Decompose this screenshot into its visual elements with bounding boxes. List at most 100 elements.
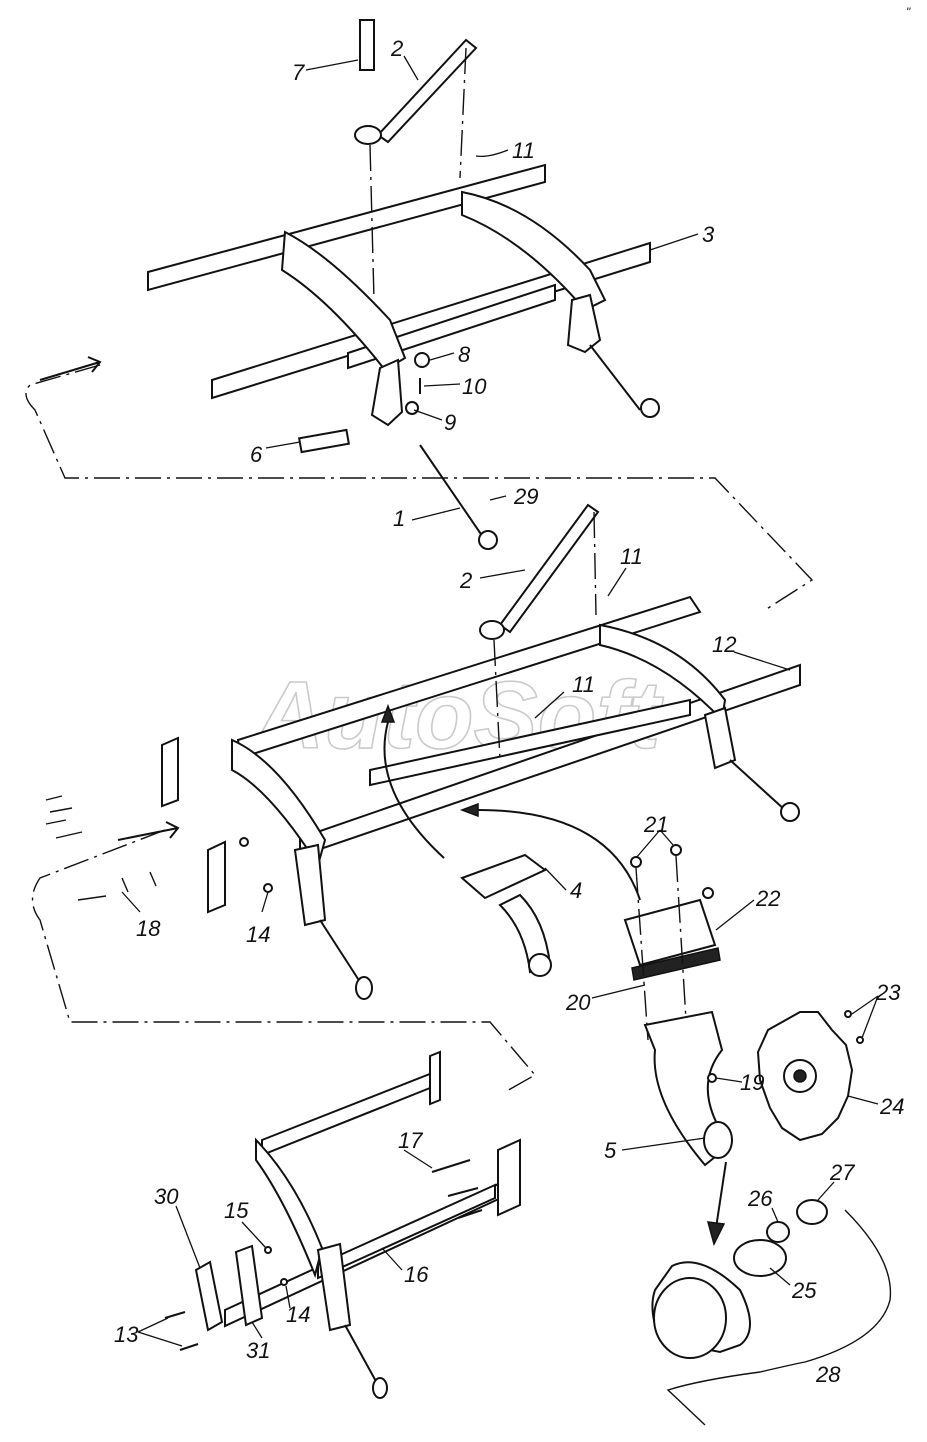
- assembly-axis-2: [459, 47, 467, 179]
- right-clevis: [566, 293, 602, 354]
- middle-right-link-eye: [780, 802, 800, 822]
- nut-26: [766, 1221, 790, 1243]
- upper-front-bar: [211, 241, 651, 400]
- callout-8: 8: [458, 342, 471, 367]
- bolt-19: [707, 1073, 717, 1083]
- middle-right-link: [729, 759, 786, 811]
- left-clevis: [370, 358, 404, 427]
- callout-14a: 14: [246, 922, 270, 947]
- callout-2b: 2: [459, 568, 472, 593]
- assembly-axis-3: [493, 639, 501, 761]
- callout-30: 30: [154, 1184, 179, 1209]
- right-lower-link: [589, 344, 641, 411]
- right-link-eye: [640, 398, 660, 418]
- callout-17: 17: [398, 1128, 423, 1153]
- callout-27: 27: [829, 1160, 855, 1185]
- nut-21b: [670, 844, 682, 856]
- top-link-eye-upper: [354, 125, 382, 145]
- disc-center: [793, 1069, 807, 1083]
- bolt-17: [431, 1159, 471, 1173]
- leader-lines: [121, 55, 879, 1347]
- end-plate-rear: [429, 1050, 441, 1106]
- callout-31: 31: [246, 1338, 270, 1363]
- exploded-arrowhead: [706, 1221, 726, 1247]
- assembly-axis-4: [593, 511, 597, 616]
- bracket-4-hub: [528, 953, 552, 977]
- bracket-4: [460, 853, 552, 977]
- assembly-axis-6: [675, 855, 687, 1021]
- callout-21: 21: [643, 812, 668, 837]
- bolt-23b: [856, 1036, 864, 1044]
- top-link-eye-middle: [479, 620, 505, 640]
- callout-9: 9: [444, 410, 456, 435]
- bolt-17b: [447, 1187, 479, 1197]
- middle-left-link-eye: [355, 976, 373, 1000]
- callout-24: 24: [879, 1094, 904, 1119]
- callout-19: 19: [740, 1070, 764, 1095]
- bolt-18: [77, 895, 107, 901]
- callout-22: 22: [755, 886, 780, 911]
- callout-4: 4: [570, 878, 582, 903]
- lower-link: [344, 1324, 379, 1386]
- middle-inner-bar: [369, 698, 691, 787]
- colter-assembly: [623, 844, 892, 1426]
- flow-arrowhead-5: [459, 802, 479, 818]
- callout-7: 7: [292, 60, 305, 85]
- hub-bearing: [653, 1277, 727, 1359]
- callout-11c: 11: [572, 672, 595, 697]
- callout-14b: 14: [286, 1302, 310, 1327]
- cap-27: [796, 1199, 828, 1225]
- flow-arrow-4: [383, 721, 445, 859]
- bolt-17c: [457, 1209, 483, 1219]
- nut-21c: [702, 887, 714, 899]
- lower-link-eye: [372, 1377, 388, 1399]
- end-plate-31: [234, 1244, 264, 1327]
- bracket-4-arm: [498, 893, 552, 974]
- bracket-4-plate: [460, 853, 547, 900]
- pin-6: [297, 428, 351, 454]
- end-plate-left: [161, 736, 179, 808]
- middle-frame-assembly: [45, 503, 801, 1000]
- spring-clips-18: [121, 871, 157, 893]
- flow-arrow-5: [477, 809, 641, 901]
- bolt-13a: [164, 1311, 186, 1319]
- corner-mark: ": [906, 5, 911, 19]
- callout-11b: 11: [620, 544, 643, 569]
- shank-hub: [703, 1121, 733, 1159]
- washer-9: [405, 401, 419, 415]
- lower-clevis: [316, 1242, 352, 1332]
- nut-14-middle: [263, 883, 273, 893]
- nut-8: [414, 352, 430, 368]
- top-link-upper: [376, 38, 478, 144]
- bolt-7: [359, 19, 375, 71]
- upper-frame-assembly: [147, 19, 660, 550]
- clamp-22: [623, 898, 717, 967]
- exploded-arrow: [715, 1161, 727, 1229]
- callout-1: 1: [393, 506, 405, 531]
- middle-right-clevis: [703, 706, 737, 770]
- oring-25: [733, 1239, 787, 1277]
- callout-16: 16: [404, 1262, 429, 1287]
- assembly-axis-5: [635, 867, 649, 1041]
- end-plate-right: [497, 1138, 521, 1217]
- nut-middle: [239, 837, 249, 847]
- callout-10: 10: [462, 374, 487, 399]
- end-plate-30: [194, 1260, 224, 1332]
- top-link-middle: [498, 503, 600, 634]
- upper-rear-bar: [147, 163, 546, 292]
- loose-hardware: [45, 795, 83, 839]
- callout-25: 25: [791, 1278, 817, 1303]
- callout-6: 6: [250, 442, 263, 467]
- right-arch-plate: [461, 190, 607, 312]
- callout-5: 5: [604, 1138, 617, 1163]
- callout-12: 12: [712, 632, 736, 657]
- lower-frame-assembly: [164, 1050, 521, 1399]
- transfer-line-upper: [25, 364, 814, 611]
- transfer-line-lower: [31, 829, 537, 1093]
- transfer-arrow-lower: [117, 821, 180, 841]
- group-bracket-28: [666, 1209, 892, 1426]
- callout-13: 13: [114, 1322, 139, 1347]
- callout-23: 23: [875, 980, 901, 1005]
